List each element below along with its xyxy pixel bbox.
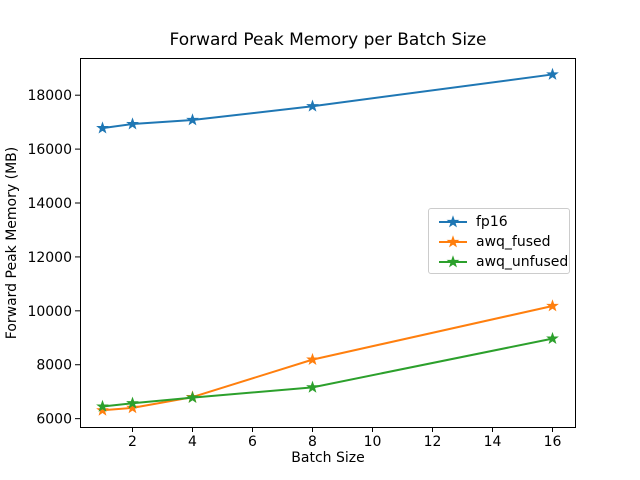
x-tick-label: 2 [128,434,137,450]
legend: fp16 awq_fused awq_unfused [428,208,570,274]
legend-swatch-2 [439,255,467,268]
data-point-marker-awq_unfused [306,380,319,393]
data-point-marker-fp16 [96,121,109,134]
x-tick-label: 14 [484,434,502,450]
data-point-marker-awq_unfused [546,331,559,345]
data-point-marker-awq_unfused [126,396,139,409]
legend-label-awq-fused: awq_fused [476,234,551,250]
x-tick-label: 16 [544,434,562,450]
series-line-awq_fused [101,304,554,412]
x-tick-label: 6 [248,434,257,450]
legend-star-marker-icon [446,235,460,248]
legend-item-fp16: fp16 [438,212,569,232]
y-tick-label: 8000 [36,358,72,374]
x-tick-label: 12 [424,434,442,450]
legend-label-fp16: fp16 [476,214,508,230]
y-tick-label: 6000 [36,412,72,428]
legend-star-marker-icon [446,255,460,268]
y-tick-label: 12000 [27,250,72,266]
legend-swatch-0 [439,215,467,228]
legend-star-marker-icon [446,215,460,228]
data-point-marker-awq_fused [306,352,319,366]
y-tick-label: 16000 [27,142,72,158]
data-point-marker-fp16 [126,117,139,130]
x-tick-label: 8 [308,434,317,450]
x-tick-label: 4 [188,434,197,450]
legend-swatch-1 [439,235,467,248]
x-axis-label: Batch Size [291,450,365,466]
data-point-marker-awq_fused [546,299,559,312]
legend-item-awq-unfused: awq_unfused [438,252,569,272]
data-point-marker-awq_fused [96,403,109,416]
data-point-marker-awq_fused [126,401,139,414]
y-tick-label: 10000 [27,304,72,320]
series-line-fp16 [101,73,554,130]
data-point-marker-fp16 [306,99,319,112]
data-point-marker-awq_unfused [186,390,199,404]
chart-title: Forward Peak Memory per Batch Size [169,30,487,50]
legend-item-awq-fused: awq_fused [438,232,569,252]
y-tick-label: 14000 [27,196,72,212]
data-point-marker-awq_unfused [96,399,109,412]
data-point-marker-fp16 [186,113,199,126]
x-tick-label: 10 [364,434,382,450]
series-line-awq_unfused [101,337,554,408]
y-tick-label: 18000 [27,88,72,104]
data-point-marker-fp16 [546,67,559,80]
legend-label-awq-unfused: awq_unfused [476,254,569,270]
